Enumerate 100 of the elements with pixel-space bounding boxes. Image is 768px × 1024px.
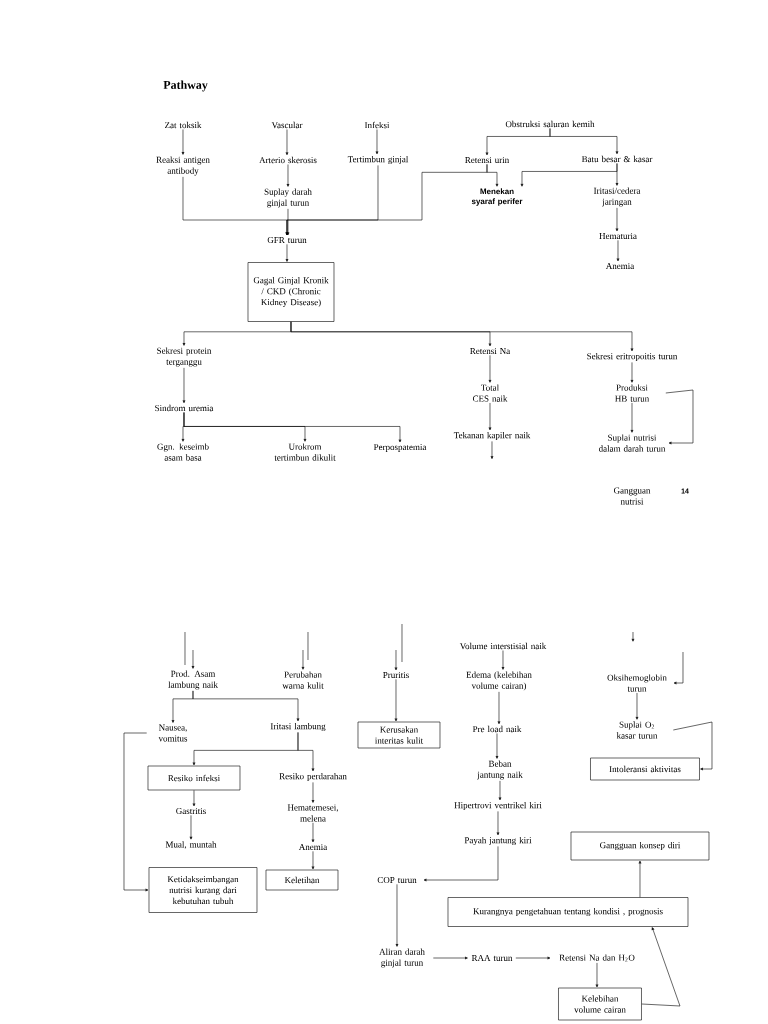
arrow [616,240,620,262]
diagnosis-box: Gangguan konsep diri [570,831,710,861]
flow-text: Suplai O$_{2}$ kasar turun [616,721,658,739]
arrow [311,822,315,843]
arrow [433,956,468,960]
arrow [286,208,290,236]
flow-text: Beban jantung naik [477,760,523,780]
arrow [673,721,713,771]
arrow [375,129,379,155]
arrow [641,927,681,1007]
flow-text: Anemia [298,844,328,850]
flow-text: Total CES naik [472,384,508,402]
flow-text: Pruritis [383,672,409,679]
arrow [497,691,501,725]
flow-text: Batu besar & kasar [581,155,653,163]
flow-text: Gangguan nutrisi [613,487,651,505]
arrow [595,962,599,988]
flow-text: Ggn. keseimb asam basa [157,443,209,461]
flow-text: Volume interstisial naik [459,642,547,650]
arrow [183,412,402,443]
arrow [496,811,500,836]
flow-text: Edema (kelebihan volume cairan) [466,671,532,691]
arrow [285,244,289,262]
diagnosis-box: Ketidakseimbangan nutrisi kurang dari kebutuhan tubuh [148,867,258,913]
arrow [630,402,634,433]
arrow [638,860,642,898]
arrow [311,782,315,803]
arrow [615,163,619,186]
flow-text: Perubahan warna kulit [282,671,324,689]
flow-text: Sekresi eritropoitis turun [587,352,678,362]
flow-text: Oksihemoglobin turun [607,674,667,692]
flow-text: Suplay darah ginjal turun [264,188,312,208]
diagnosis-box: Kerusakan interitas kulit [357,721,441,749]
arrow [311,851,315,870]
flow-text: Retensi Na dan H$_{2}$O [559,954,635,962]
arrow [488,402,492,431]
diagnosis-box: Kurangnya pengetahuan tentang kondisi , prognosis [447,897,689,927]
arrow [191,649,195,669]
flow-text: Reaksi antigen antibody [156,156,210,176]
flow-text: Anemia [605,263,635,270]
arrow [395,884,399,947]
arrow [549,128,619,155]
arrow [501,650,505,670]
flow-text: Retensi urin [465,157,509,164]
flow-text: Sekresi protein terganggu [157,347,212,367]
flow-text: Resiko perdarahan [279,772,347,782]
flow-text: Prod. Asam lambung naik [168,670,218,690]
diagnosis-box: Gagal Ginjal Kronik / CKD (Chronic Kidney Disease) [247,262,335,322]
flow-text: Hematuria [599,233,637,240]
flow-text: Pre load naik [472,725,522,733]
arrow [495,733,499,759]
arrow [490,441,494,459]
flow-text: Arterio skerosis [259,156,317,164]
flow-text: RAA turun [471,955,513,961]
flow-text: Hipertrovi ventrikel kiri [454,801,542,811]
diagnosis-box: Resiko infeksi [147,765,241,791]
flow-text: Hematemesei, melena [287,804,338,822]
flow-text: Aliran darah ginjal turun [379,948,425,968]
arrow [635,692,639,720]
flow-text: Tekanan kapiler naik [453,431,531,441]
arrow [394,649,398,671]
arrow [192,690,300,722]
flow-text: Obstruksi saluran kemih [505,120,595,128]
diagnosis-box: Keletihan [265,869,339,891]
arrow [615,207,619,232]
diagnosis-box: Kelebihan volume cairan [558,987,642,1021]
flow-text: COP turun [377,877,417,883]
flow-text: Produksi HB turun [615,384,650,402]
arrow [182,367,186,404]
flow-text: Zat toksik [165,121,202,129]
arrow [630,362,634,383]
flow-text: Nausea, vomitus [158,724,188,742]
arrow [423,846,499,882]
arrow [665,389,694,445]
arrow [297,732,315,772]
arrow [301,649,305,670]
flow-text: Sindrom uremia [155,404,214,412]
title: Pathway [163,80,208,92]
arrow [192,790,196,807]
arrow [498,780,502,801]
flow-text: Vascular [271,121,303,129]
arrow [285,129,289,156]
arrow [286,164,290,187]
arrow [181,129,185,155]
arrow [189,815,193,840]
flow-text: Iritasi lambung [270,722,326,732]
flow-text: Gastritis [176,808,206,814]
flow-text: Infeksi [364,121,390,129]
arrow [123,732,149,892]
flow-text: Iritasi/cedera jaringan [593,187,641,207]
arrow [673,651,684,685]
arrow [515,956,551,960]
flow-text: GFR turun [267,237,307,244]
flow-text: Urokrom tertimbun dikulit [274,443,336,461]
flow-text: Perpospatemia [373,444,427,452]
arrow [488,355,492,383]
flow-text: Payah jantung kiri [464,836,532,846]
diagnosis-box: Intoleransi aktivitas [590,757,700,781]
arrow [285,164,488,236]
flow-text: Retensi Na [470,348,511,355]
